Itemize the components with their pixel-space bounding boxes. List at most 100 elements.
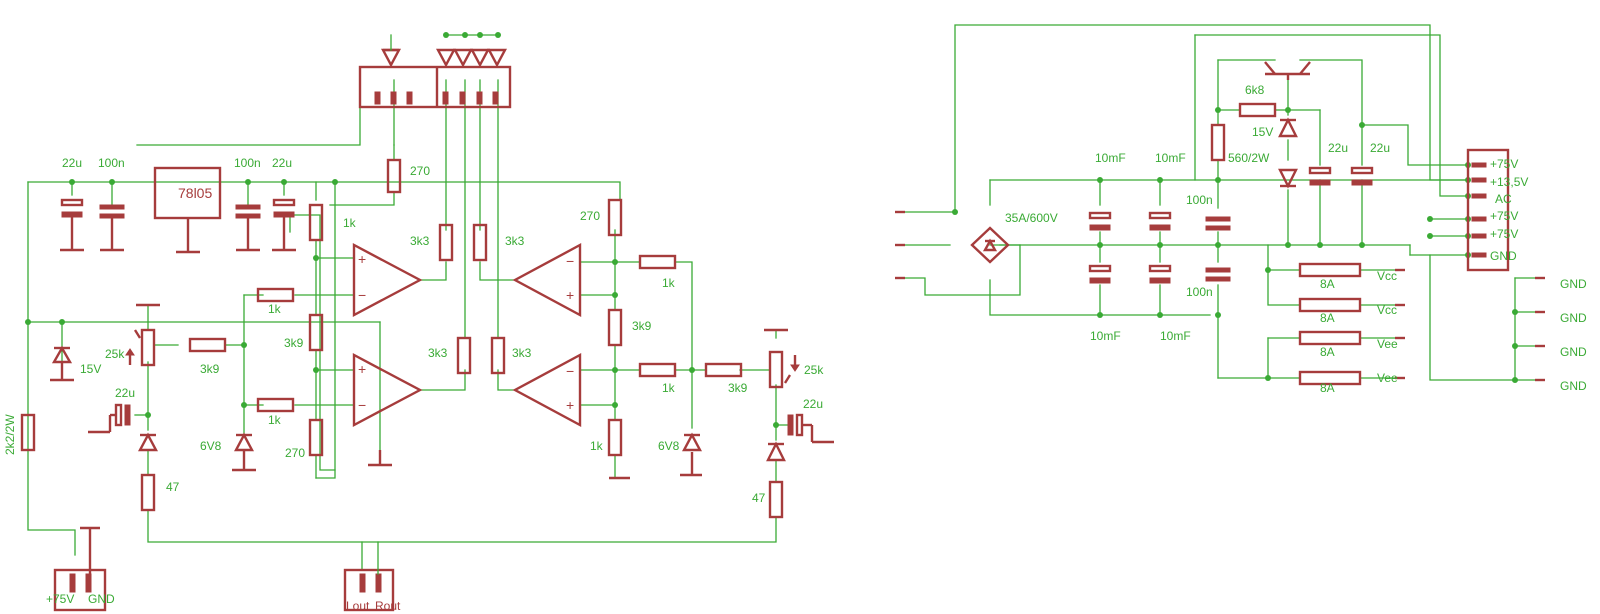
gnd-1: GND (1560, 277, 1587, 291)
svg-text:+: + (358, 251, 366, 267)
gnd-2: GND (1560, 311, 1587, 325)
bridge-rectifier (970, 226, 1010, 264)
r-560: 560/2W (1228, 151, 1270, 165)
r-3k3-c: 3k3 (428, 346, 448, 360)
pass-transistor (1264, 61, 1311, 80)
cap-100n-1: 100n (1186, 193, 1213, 207)
r-1k-mid2: 1k (268, 413, 282, 427)
regulator-78l05: 78l05 (153, 166, 222, 254)
hdr-p3: AC (1495, 192, 1512, 206)
cap-10mf-1: 10mF (1095, 151, 1126, 165)
gnd-3: GND (1560, 345, 1587, 359)
r-3k3-b: 3k3 (505, 234, 525, 248)
out-vee2: Vee (1377, 371, 1398, 385)
amp-wires (27, 79, 791, 571)
amp-input-caps (88, 403, 834, 444)
zener-15v-psu: 15V (1252, 125, 1273, 139)
psu-output-pins (1395, 268, 1545, 382)
r-1k-top: 1k (343, 216, 357, 230)
fuse-2: 8A (1320, 311, 1335, 325)
r-3k9-right2: 3k9 (728, 381, 748, 395)
psu-labels: 35A/600V 10mF 10mF 10mF 10mF 560/2W 6k8 … (1005, 83, 1587, 395)
hdr-p1: +75V (1490, 157, 1518, 171)
cap-10mf-4: 10mF (1160, 329, 1191, 343)
psu-header (1466, 148, 1510, 272)
cap-100n-a: 100n (98, 156, 125, 170)
out-vee1: Vee (1377, 337, 1398, 351)
svg-text:−: − (566, 253, 574, 269)
hdr-p6: GND (1490, 249, 1517, 263)
fuse-4: 8A (1320, 381, 1335, 395)
pot-25k-left: 25k (105, 347, 125, 361)
r-6k8: 6k8 (1245, 83, 1265, 97)
amp-connectors (53, 526, 395, 612)
r-2k2: 2k2/2W (3, 414, 17, 455)
r-1k-out: 1k (662, 381, 676, 395)
zener-6v8-right: 6V8 (658, 439, 680, 453)
cap-22u-1: 22u (1328, 141, 1348, 155)
cap-10mf-2: 10mF (1155, 151, 1186, 165)
hdr-p2: +13,5V (1490, 175, 1528, 189)
power-supply-schematic: 35A/600V 10mF 10mF 10mF 10mF 560/2W 6k8 … (895, 24, 1587, 395)
fuse-1: 8A (1320, 277, 1335, 291)
amp-diodes (48, 345, 786, 472)
amplifier-schematic: 78l05 (3, 32, 834, 613)
psu-wires (904, 24, 1536, 381)
svg-text:+: + (566, 397, 574, 413)
hdr-p5: +75V (1490, 227, 1518, 241)
psu-input-pins (895, 210, 905, 280)
r-1k-right: 1k (662, 276, 676, 290)
cap-22u-right: 22u (803, 397, 823, 411)
psu-caps (1088, 166, 1374, 284)
bridge-label: 35A/600V (1005, 211, 1058, 225)
cap-100n-2: 100n (1186, 285, 1213, 299)
cap-22u-a: 22u (62, 156, 82, 170)
amp-resistors (20, 158, 784, 519)
fuse-3: 8A (1320, 345, 1335, 359)
r-3k3-a: 3k3 (410, 234, 430, 248)
hdr-p4: +75V (1490, 209, 1518, 223)
svg-text:−: − (358, 287, 366, 303)
amp-top-caps (58, 198, 298, 252)
r-270-top: 270 (410, 164, 430, 178)
r-1k-right-bot: 1k (590, 439, 604, 453)
svg-text:+: + (566, 287, 574, 303)
cap-22u-2: 22u (1370, 141, 1390, 155)
svg-text:−: − (566, 363, 574, 379)
r-47-right: 47 (752, 491, 766, 505)
conn-power-v: +75V (46, 592, 74, 606)
psu-diodes (1278, 117, 1298, 189)
conn-out-l: Lout (346, 599, 370, 613)
regulator-label: 78l05 (178, 185, 212, 201)
amp-junctions (25, 32, 779, 428)
led-bargraph-header (358, 34, 512, 109)
conn-out-r: Rout (375, 599, 401, 613)
cap-22u-b: 22u (272, 156, 292, 170)
r-3k9-left: 3k9 (200, 362, 220, 376)
psu-junctions (952, 107, 1518, 383)
amp-pots (125, 303, 800, 389)
svg-text:−: − (358, 397, 366, 413)
r-1k-mid1: 1k (268, 302, 282, 316)
r-47-left: 47 (166, 480, 180, 494)
r-270-right: 270 (580, 209, 600, 223)
out-vcc1: Vcc (1377, 269, 1397, 283)
r-270-bot: 270 (285, 446, 305, 460)
cap-10mf-3: 10mF (1090, 329, 1121, 343)
svg-text:+: + (358, 361, 366, 377)
cap-100n-b: 100n (234, 156, 261, 170)
pot-25k-right: 25k (804, 363, 824, 377)
psu-resistors (1210, 102, 1362, 386)
gnd-4: GND (1560, 379, 1587, 393)
conn-power-gnd: GND (88, 592, 115, 606)
zener-6v8-left: 6V8 (200, 439, 222, 453)
r-3k9-right: 3k9 (632, 319, 652, 333)
cap-22u-left: 22u (115, 386, 135, 400)
r-3k3-d: 3k3 (512, 346, 532, 360)
out-vcc2: Vcc (1377, 303, 1397, 317)
op-amps: + − + − − + − + (352, 242, 582, 428)
amp-labels: 22u 100n 100n 22u 270 1k 3k3 3k3 3k3 3k3… (3, 156, 824, 613)
r-3k9-mid: 3k9 (284, 336, 304, 350)
zener-15v: 15V (80, 362, 101, 376)
